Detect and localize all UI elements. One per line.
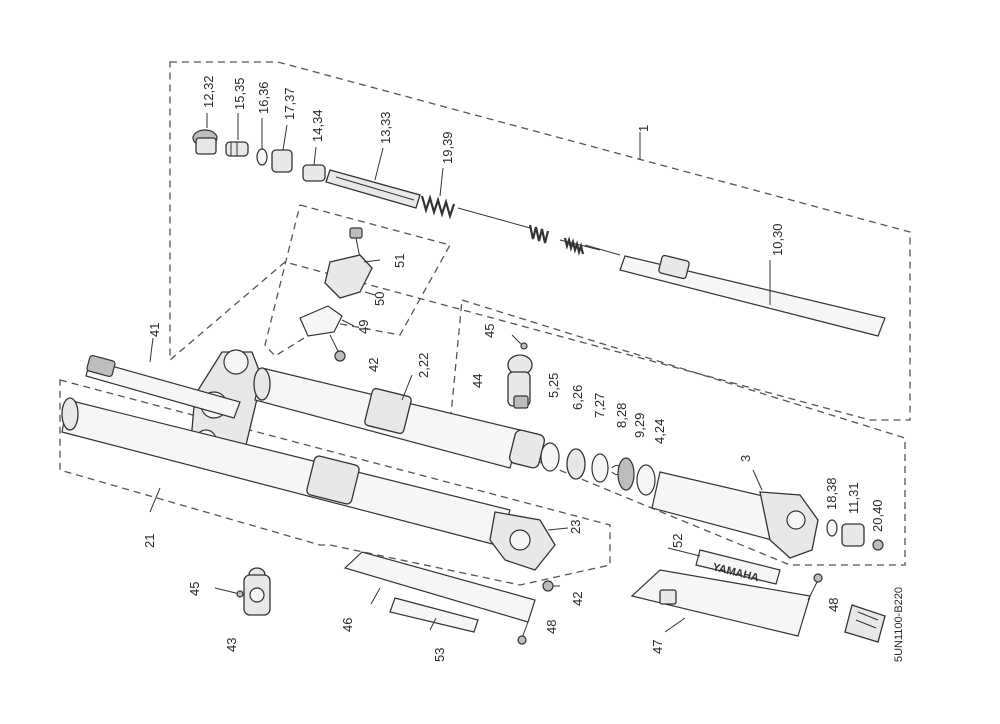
label-14-34: 14,34 [310,109,325,142]
label-15-35: 15,35 [232,77,247,110]
axle-holder-right [759,491,819,559]
stem-thread [86,354,116,378]
label-8-28: 8,28 [614,403,629,428]
label-19-39: 19,39 [440,131,455,164]
clamp-43 [243,567,271,616]
label-17-37: 17,37 [282,87,297,120]
bolt-42-lower [542,580,560,592]
spacer-collar [271,149,293,173]
seal-row [508,429,656,496]
part-labels: 1 3 41 21 2,22 5,25 6,26 7,27 8,28 9,29 … [142,75,905,662]
label-7-27: 7,27 [592,393,607,418]
label-50: 50 [372,292,387,306]
protector-guard-plate [389,597,479,633]
valve-nut [302,164,326,182]
label-12-32: 12,32 [201,75,216,108]
label-49: 49 [356,320,371,334]
bolt-48-right [807,573,823,601]
axle-holder-left [489,511,556,571]
label-44: 44 [470,374,485,388]
label-42-lower: 42 [570,592,585,606]
label-48-left: 48 [544,620,559,634]
cap-bolt [192,129,218,155]
outline-left-fork-group [59,379,611,586]
label-18-38: 18,38 [824,477,839,510]
leader-lines [149,113,771,633]
label-3: 3 [738,455,753,462]
fork-protector-left [343,551,536,623]
label-6-26: 6,26 [570,385,585,410]
label-4-24: 4,24 [652,419,667,444]
label-11-31: 11,31 [846,482,861,514]
rod-thread [563,236,585,256]
o-ring-small [256,148,268,166]
diagram-code: 5UN1100-B220 [893,587,905,662]
screw-45-upper [511,334,528,350]
label-10-30: 10,30 [770,223,785,256]
label-13-33: 13,33 [378,111,393,144]
label-16-36: 16,36 [256,81,271,114]
bolt-48-left [517,621,529,645]
label-53: 53 [432,648,447,662]
label-23: 23 [568,520,583,534]
clamp-44 [507,354,533,409]
guard-plate [299,305,343,337]
outline-inner-parts [169,61,911,421]
guard-bracket [324,254,373,299]
drain-bolt [872,539,884,551]
outer-tube [651,471,781,541]
fork-protector-right [630,569,811,637]
damper-rod [325,169,421,209]
label-5-25: 5,25 [546,373,561,398]
label-41: 41 [147,323,162,337]
bolt-42-upper [329,334,346,362]
label-42-upper: 42 [366,358,381,372]
screw-45-lower [214,587,244,598]
base-valve [841,523,865,547]
rebound-adjuster [225,141,249,157]
outline-outer-tube-group [449,299,906,566]
reference-part-icon [844,604,886,643]
label-52: 52 [670,534,685,548]
label-1: 1 [636,125,651,132]
label-2-22: 2,22 [416,353,431,378]
spring-lower [528,224,550,244]
label-51: 51 [392,254,407,268]
label-46: 46 [340,618,355,632]
bolt-51 [349,227,363,259]
label-43: 43 [224,638,239,652]
spring-upper [420,194,456,220]
label-20-40: 20,40 [870,499,885,532]
label-9-29: 9,29 [632,413,647,438]
label-45-upper: 45 [482,324,497,338]
label-47: 47 [650,640,665,654]
label-21: 21 [142,534,157,548]
label-45-lower: 45 [187,582,202,596]
label-48-right: 48 [826,598,841,612]
bottom-o-ring [826,519,838,537]
